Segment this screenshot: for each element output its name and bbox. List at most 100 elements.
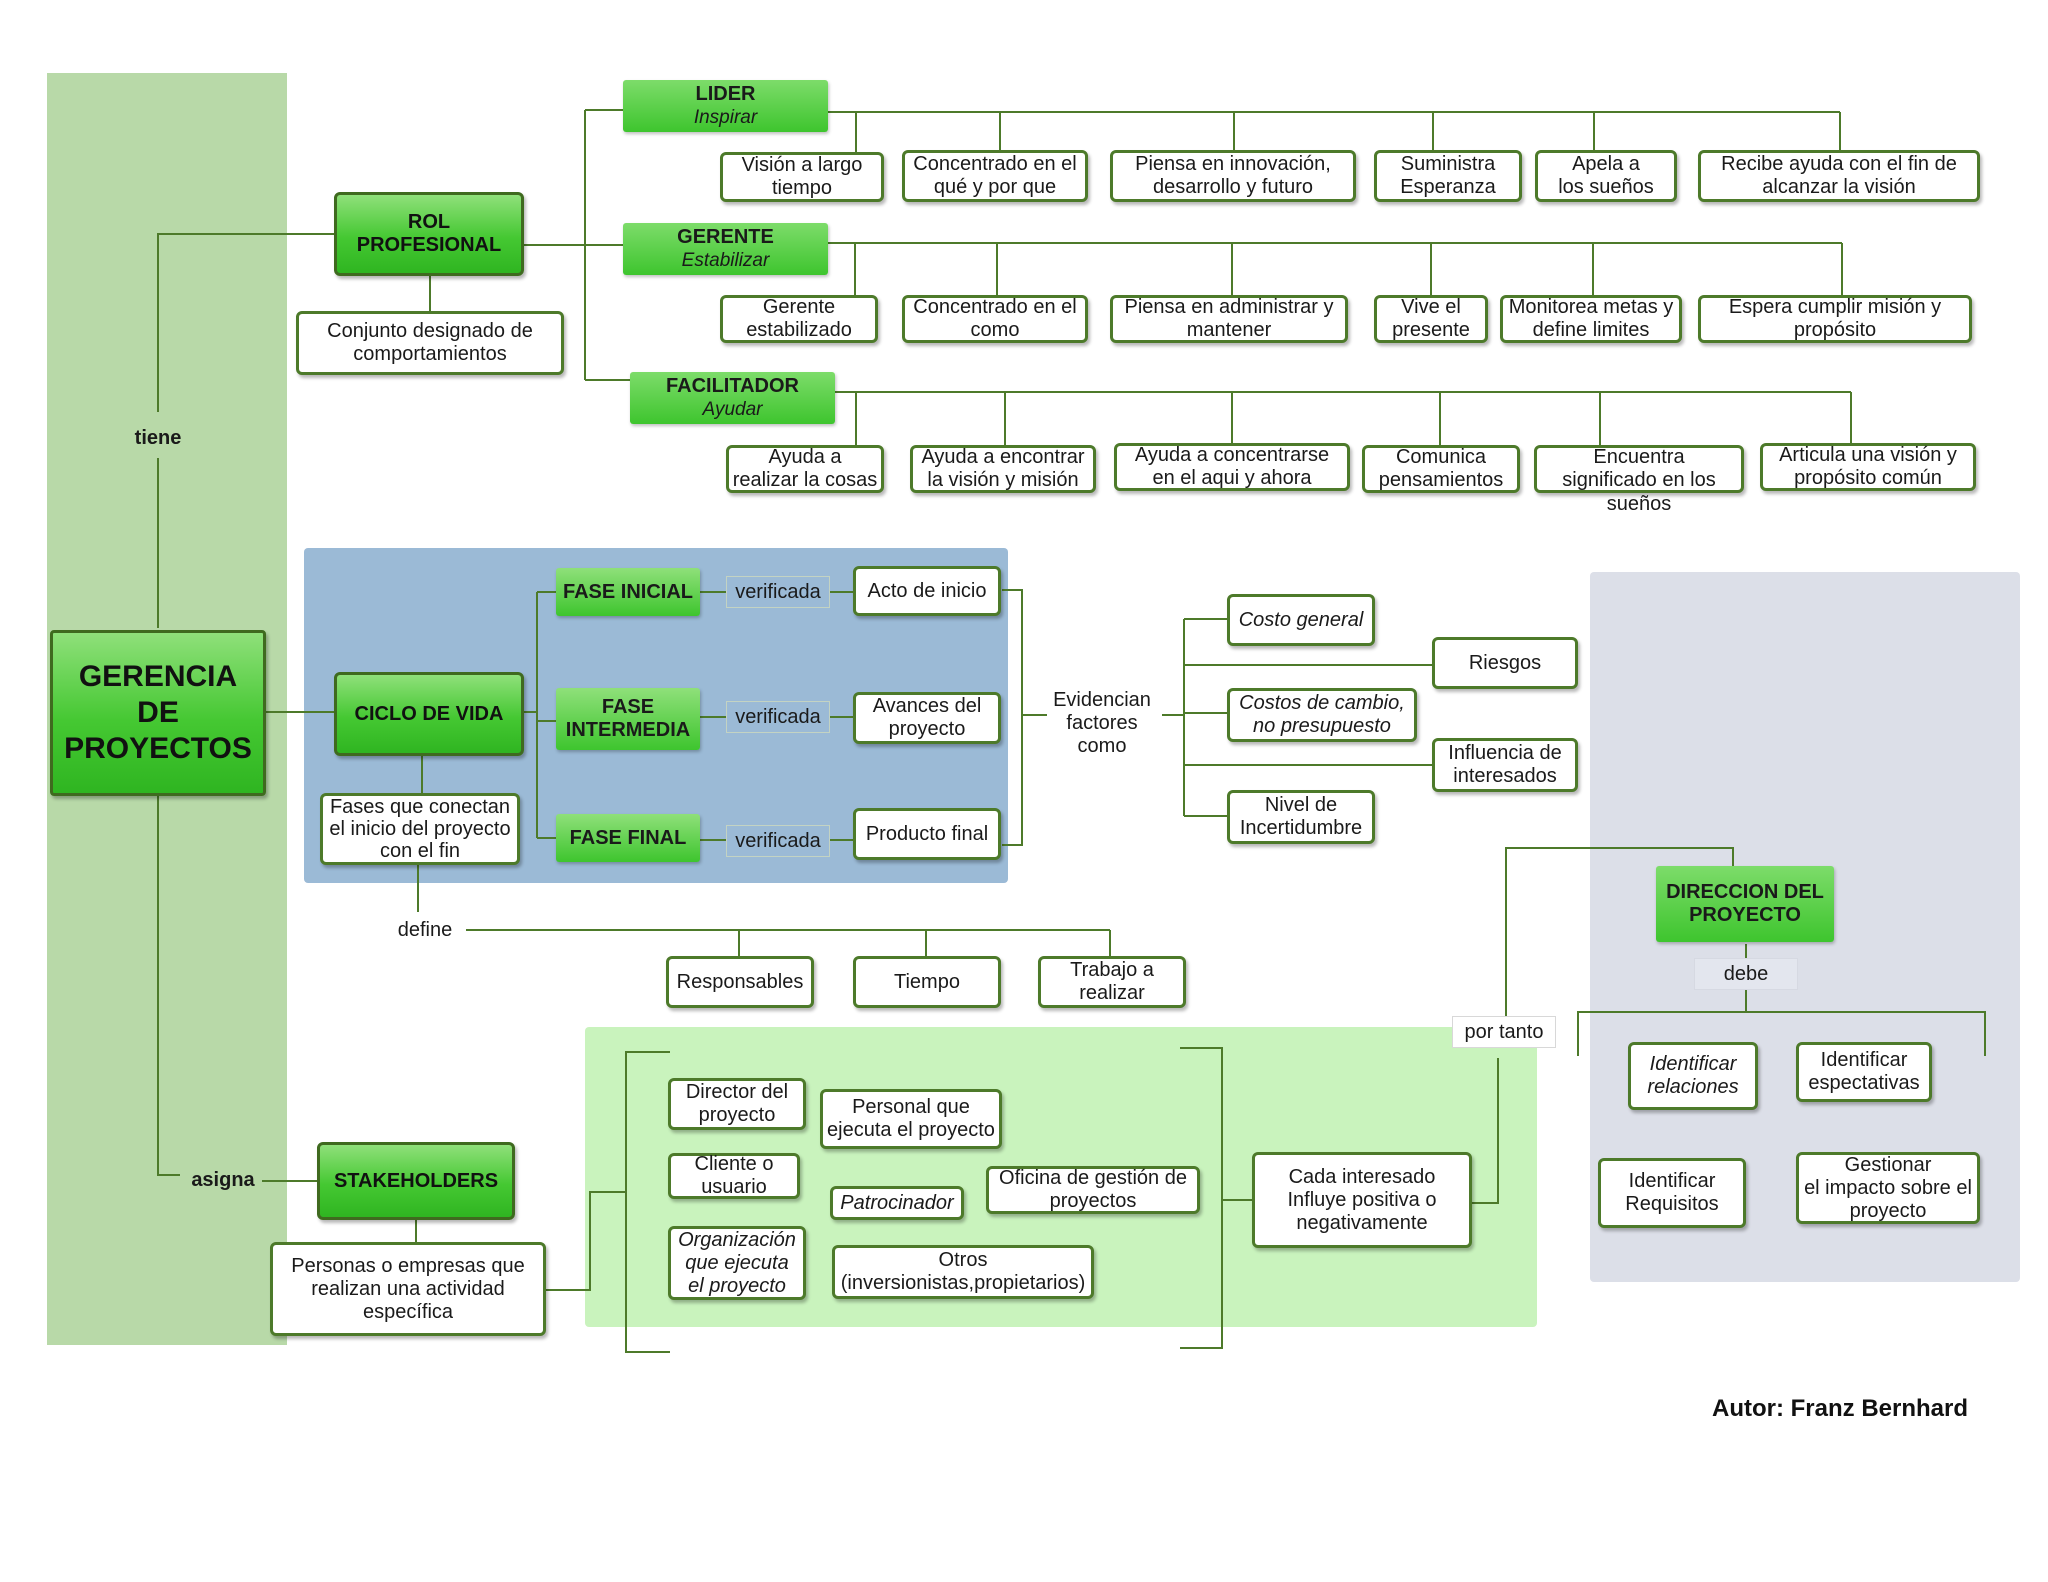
line-portanto-direccion (1505, 847, 1734, 1016)
phase-inicial: FASE INICIAL (556, 568, 700, 616)
direccion-node: DIRECCION DEL PROYECTO (1656, 866, 1834, 942)
role-gerente: GERENTE Estabilizar (623, 223, 828, 275)
define-responsables: Responsables (666, 956, 814, 1008)
trait-text: Recibe ayuda con el fin de (1721, 153, 1957, 175)
line-influence-portanto (1470, 1058, 1499, 1204)
stake-director: Director del proyecto (668, 1078, 806, 1130)
trait-text: Espera cumplir misión y (1728, 296, 1942, 318)
stake-item-text: el proyecto (688, 1274, 786, 1297)
stake-influence: Cada interesado Influye positiva o negat… (1252, 1152, 1472, 1248)
trait-text: tiempo (771, 177, 833, 199)
influence-text: Cada interesado (1288, 1165, 1436, 1188)
action-text: Gestionar (1844, 1153, 1932, 1176)
stake-item-text: proyectos (1049, 1190, 1137, 1212)
factor-costo-general: Costo general (1227, 594, 1375, 646)
action-text: relaciones (1647, 1076, 1739, 1098)
stake-item-text: Cliente o (694, 1153, 774, 1175)
stake-item-text: (inversionistas,propietarios) (840, 1272, 1086, 1294)
trait-facil-5-overflow: sueños (1606, 492, 1672, 515)
define-text: Tiempo (894, 970, 960, 993)
action-text: Identificar (1820, 1049, 1908, 1071)
trait-text: Esperanza (1400, 176, 1496, 198)
action-text: Requisitos (1625, 1193, 1719, 1215)
trait-text: Piensa en innovación, (1135, 153, 1331, 175)
trait-text: qué y por que (933, 176, 1057, 198)
trait-text: realizar la cosas (732, 469, 878, 491)
factor-text: Incertidumbre (1239, 817, 1363, 839)
factor-text: Influencia de (1448, 742, 1562, 764)
rol-description: Conjunto designado de comportamientos (296, 311, 564, 375)
phase-intermedia: FASE INTERMEDIA (556, 688, 700, 750)
trait-text: define limites (1532, 319, 1650, 341)
label-define: define (397, 918, 453, 941)
action-text: el impacto sobre el (1804, 1176, 1972, 1199)
trait-text: los sueños (1558, 176, 1654, 198)
phase-name: FASE (601, 696, 655, 718)
ciclo-description: Fases que conectan el inicio del proyect… (320, 793, 520, 865)
trait-text: Suministra (1400, 153, 1496, 175)
label-debe: debe (1694, 958, 1798, 990)
trait-text: presente (1392, 319, 1470, 341)
action-gestionar-impacto: Gestionar el impacto sobre el proyecto (1796, 1152, 1980, 1224)
trait-text: Ayuda a encontrar (921, 446, 1085, 468)
result-text: Avances del (872, 695, 982, 717)
role-facilitador-name: FACILITADOR (666, 375, 799, 397)
line-items-right-bracket (1180, 1047, 1223, 1349)
trait-text: mantener (1186, 319, 1272, 341)
influence-text: Influye positiva o (1287, 1188, 1437, 1211)
stakeholders-title: STAKEHOLDERS (333, 1169, 499, 1192)
line-results-bracket (1002, 589, 1023, 846)
verificada-3: verificada (726, 825, 830, 857)
factor-text: Nivel de (1264, 794, 1338, 816)
define-tiempo: Tiempo (853, 956, 1001, 1008)
trait-text: Encuentra (1593, 446, 1685, 468)
action-identificar-requisitos: Identificar Requisitos (1598, 1158, 1746, 1228)
stake-desc-3: específica (362, 1300, 454, 1323)
trait-text: Piensa en administrar y (1124, 296, 1334, 318)
main-node-gerencia: GERENCIA DE PROYECTOS (50, 630, 266, 796)
trait-lider-3: Piensa en innovación,desarrollo y futuro (1110, 150, 1356, 202)
label-por-tanto: por tanto (1452, 1016, 1556, 1048)
factor-incertidumbre: Nivel de Incertidumbre (1227, 790, 1375, 844)
phase-name: FASE INICIAL (562, 580, 693, 603)
result-acto-inicio: Acto de inicio (853, 566, 1001, 616)
trait-text: Concentrado en el (913, 153, 1077, 175)
stake-organizacion: Organización que ejecuta el proyecto (668, 1226, 806, 1300)
line-main-asigna (157, 796, 180, 1176)
main-line-2: DE (137, 696, 179, 729)
evidencian-line: como (1077, 734, 1127, 757)
trait-text: alcanzar la visión (1762, 176, 1916, 198)
trait-text: la visión y misión (927, 469, 1079, 491)
stake-item-text: Patrocinador (840, 1191, 954, 1214)
direccion-title-2: PROYECTO (1689, 904, 1801, 926)
factor-riesgos: Riesgos (1432, 637, 1578, 689)
trait-text: estabilizado (746, 319, 852, 341)
rol-desc-1: Conjunto designado de (327, 320, 533, 342)
trait-text: pensamientos (1378, 469, 1504, 491)
main-line-3: PROYECTOS (64, 732, 252, 765)
ciclo-desc-1: Fases que conectan (329, 796, 511, 818)
rol-title-2: PROFESIONAL (356, 234, 502, 256)
role-lider-verb: Inspirar (693, 107, 758, 128)
trait-text: Gerente (762, 296, 836, 318)
trait-text: Articula una visión y (1779, 444, 1957, 466)
stake-item-text: Otros (938, 1249, 988, 1271)
trait-text: Comunica (1395, 446, 1487, 468)
rol-profesional-node: ROL PROFESIONAL (334, 192, 524, 276)
action-identificar-espectativas: Identificar espectativas (1796, 1042, 1932, 1102)
influence-text: negativamente (1296, 1211, 1428, 1234)
label-evidencian: Evidencian factores como (1047, 686, 1157, 760)
factor-costos-cambio: Costos de cambio, no presupuesto (1227, 688, 1417, 742)
factor-text: Costos de cambio, (1239, 692, 1405, 714)
